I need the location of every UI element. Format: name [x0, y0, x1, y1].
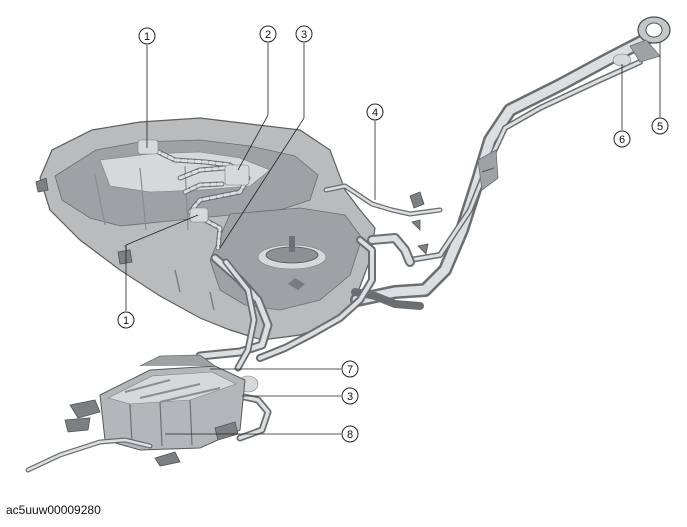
callout-2: 2 — [237, 25, 277, 171]
charcoal-canister — [25, 354, 246, 473]
callout-4-label: 4 — [372, 107, 378, 119]
callout-8-label: 8 — [347, 429, 353, 441]
evaporative-line — [323, 183, 443, 255]
callout-5: 5 — [651, 42, 669, 135]
callout-3-bottom-label: 3 — [347, 391, 353, 403]
callout-6-label: 6 — [619, 134, 625, 146]
callout-1-bottom-label: 1 — [123, 315, 129, 327]
callout-5-label: 5 — [657, 121, 663, 133]
callout-1-bottom: 1 — [117, 214, 199, 329]
callout-3-top-label: 3 — [301, 29, 307, 41]
callout-4: 4 — [366, 103, 384, 200]
callout-3-top: 3 — [219, 25, 313, 249]
callout-7: 7 — [210, 360, 359, 378]
callout-1-top-label: 1 — [144, 31, 150, 43]
callout-7-label: 7 — [347, 364, 353, 376]
vent-line-harness — [137, 139, 251, 251]
callout-6: 6 — [613, 64, 631, 148]
figure-code: ac5uuw00009280 — [6, 503, 101, 517]
filler-pipe — [350, 16, 671, 310]
callout-1-top: 1 — [138, 27, 156, 148]
callout-8: 8 — [165, 425, 359, 443]
fuel-tank — [35, 117, 376, 341]
callout-2-label: 2 — [265, 29, 271, 41]
callout-3-bottom: 3 — [242, 387, 359, 405]
